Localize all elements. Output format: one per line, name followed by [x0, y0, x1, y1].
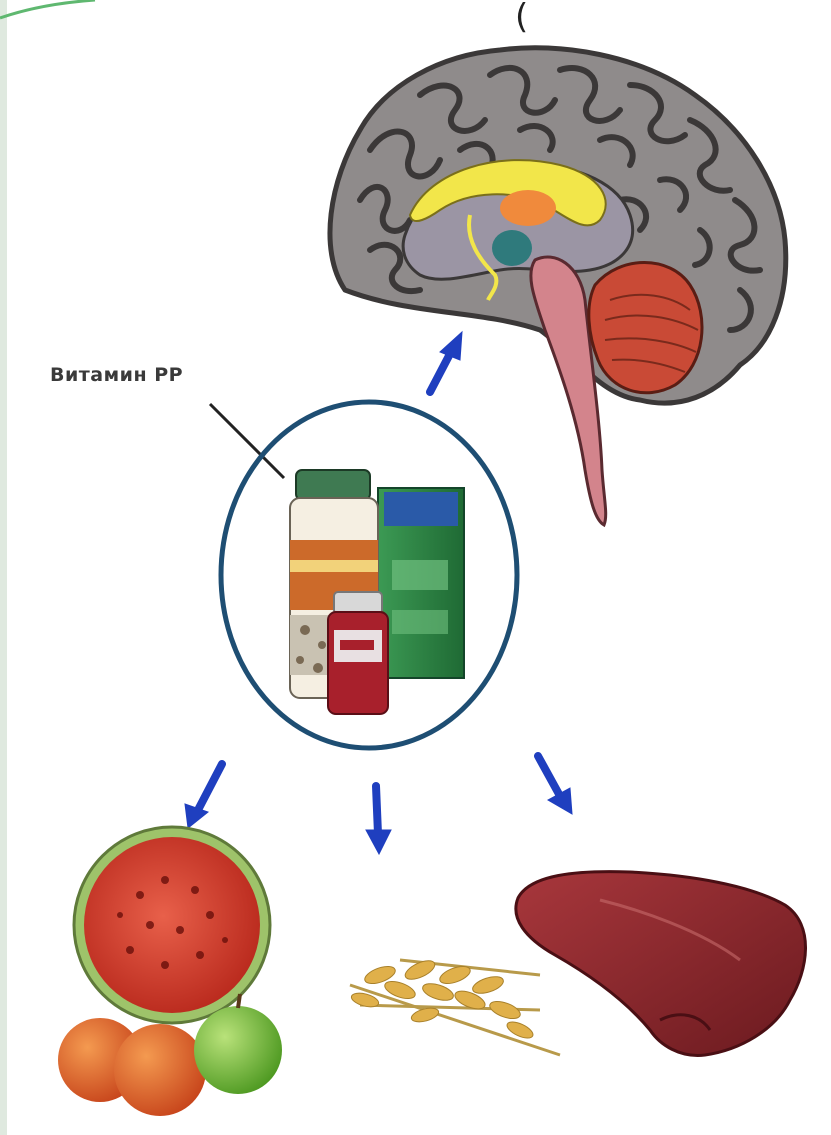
slide-border-left: [0, 0, 7, 1135]
liver-meat-image: [516, 872, 806, 1056]
arrow-to-brain: [430, 332, 462, 392]
vitamin-supplements-image: [290, 470, 464, 714]
fruits-image: [58, 827, 282, 1116]
vitamin-pp-label: Витамин PP: [50, 366, 183, 385]
arrow-to-grain: [366, 786, 391, 854]
grain-image: [350, 957, 560, 1055]
arrow-to-fruits: [185, 764, 222, 828]
top-mark: (: [515, 0, 528, 37]
arrow-to-meat: [538, 756, 572, 814]
brain-image: [330, 48, 786, 525]
slide-border-curve: [0, 0, 95, 18]
